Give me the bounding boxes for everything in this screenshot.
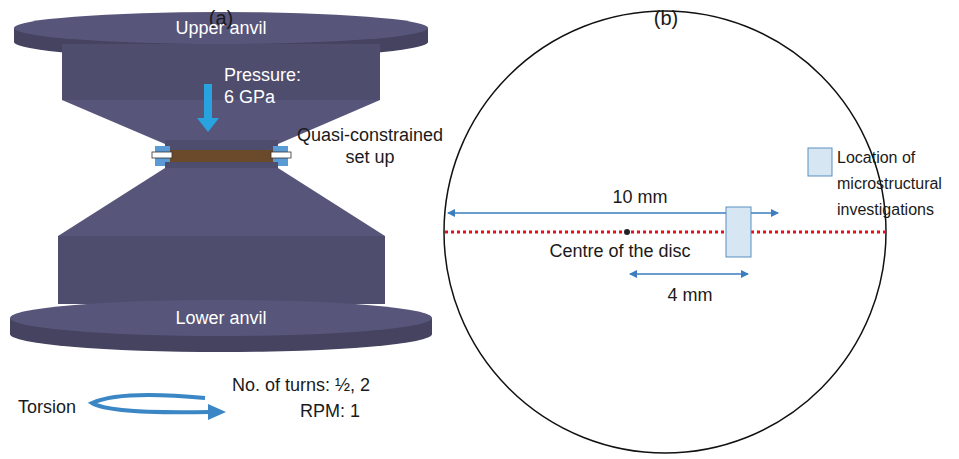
- dimension-label: 10 mm: [600, 186, 680, 208]
- parameter-label: RPM: 1: [300, 400, 420, 422]
- dimension-arrow: [630, 273, 748, 275]
- diameter-line: [445, 231, 886, 234]
- panel-label: (b): [646, 6, 686, 30]
- sample-disc: [165, 150, 278, 162]
- centre-dot: [624, 229, 630, 235]
- part-name: Lower anvil: [141, 307, 301, 329]
- location-box: [726, 207, 751, 257]
- dimension-label: 4 mm: [650, 284, 730, 306]
- legend-swatch: [808, 148, 832, 176]
- legend-text: Location of microstructural investigatio…: [837, 145, 957, 223]
- torsion-arrow: [92, 395, 226, 420]
- disc-outline: [444, 11, 886, 453]
- point-label: Centre of the disc: [530, 240, 710, 262]
- part-name: Upper anvil: [141, 17, 301, 39]
- pressure-arrow: [197, 84, 219, 132]
- setup-label: Quasi-constrained set up: [290, 124, 450, 168]
- parameter-label: No. of turns: ½, 2: [232, 374, 432, 396]
- motion-label: Torsion: [18, 396, 98, 418]
- load-label: Pressure: 6 GPa: [224, 64, 308, 108]
- lower-anvil: [10, 162, 432, 352]
